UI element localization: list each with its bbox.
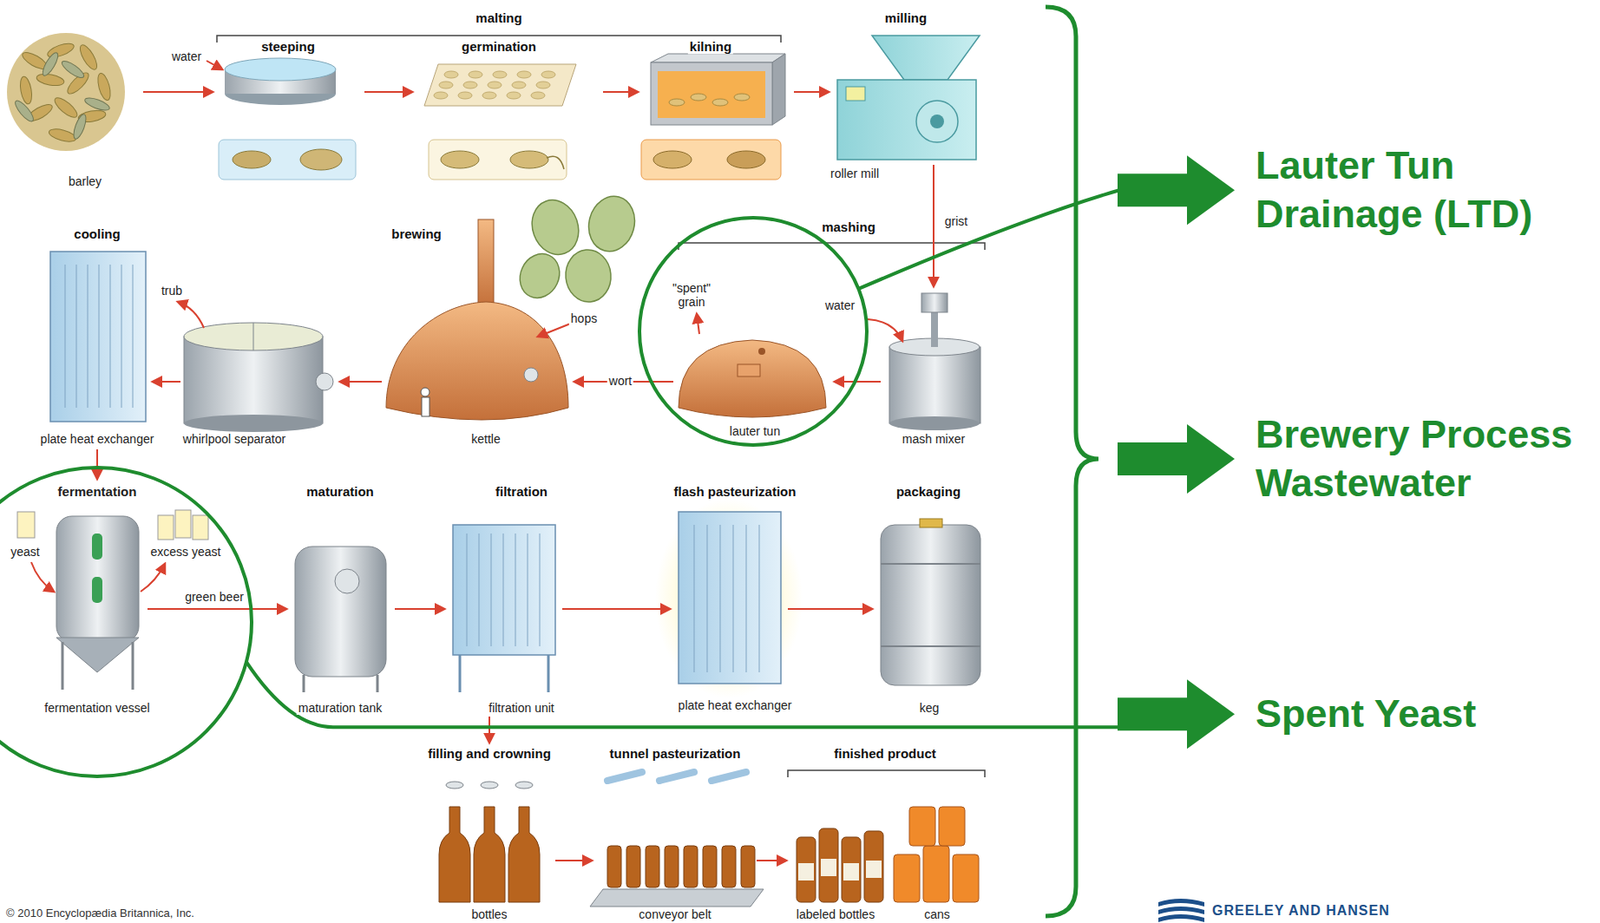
part-label: trub — [159, 283, 184, 298]
part-label: wort — [607, 373, 634, 388]
output-text: Spent Yeast — [1255, 689, 1596, 739]
stage-heading: milling — [883, 10, 929, 26]
part-label: plate heat exchanger — [676, 698, 794, 713]
part-label: hops — [569, 311, 599, 326]
logo-mark — [1158, 898, 1205, 923]
process-arrows — [31, 60, 934, 861]
stage-heading: cooling — [72, 226, 122, 242]
stage-heading: maturation — [304, 484, 376, 499]
hops — [512, 190, 641, 305]
logo-text: GREELEY AND HANSEN — [1210, 903, 1392, 919]
stage-heading: malting — [473, 10, 524, 26]
stage-heading: fermentation — [56, 484, 139, 499]
part-label: whirlpool separator — [181, 432, 288, 446]
part-label: labeled bottles — [794, 907, 877, 922]
tunnel-pasteurizer — [590, 772, 764, 907]
part-label: kettle — [469, 432, 502, 446]
part-label: conveyor belt — [636, 907, 713, 922]
output-text: Lauter Tun Drainage (LTD) — [1255, 141, 1596, 240]
highlight-circle: fermentation yeast excess yeast green beer f… — [0, 465, 254, 779]
circle-outline — [0, 465, 254, 779]
flash-pasteurizer — [655, 498, 803, 699]
lauter-tun — [678, 340, 827, 418]
callout-connector — [858, 155, 1235, 289]
stage-heading: filtration — [493, 484, 550, 499]
stage-heading: flash pasteurization — [672, 484, 799, 499]
filtration-unit — [452, 524, 556, 693]
steeping-tank — [218, 58, 356, 180]
fermentation-vessel — [17, 510, 209, 690]
part-label: cans — [922, 907, 952, 922]
stage-heading: packaging — [894, 484, 963, 499]
plate-heat-exchanger — [50, 251, 146, 422]
stage-heading: kilning — [688, 39, 734, 54]
part-label: water — [170, 49, 204, 64]
stage-heading: tunnel pasteurization — [608, 746, 743, 761]
stage-heading: steeping — [259, 39, 317, 54]
part-label: yeast — [8, 544, 41, 559]
highlight-circle: "spent" grain lauter tun — [637, 216, 869, 447]
stage-heading: brewing — [389, 226, 444, 242]
curly-brace — [1045, 6, 1099, 917]
barley-pile — [6, 32, 125, 151]
roller-mill — [837, 35, 980, 160]
brew-kettle — [386, 219, 569, 420]
output-text: Brewery Process Wastewater — [1255, 410, 1596, 509]
part-label: plate heat exchanger — [39, 432, 157, 446]
stage-heading: mashing — [819, 219, 878, 235]
part-label: green beer — [183, 590, 246, 604]
block-arrowhead — [1117, 679, 1235, 749]
mash-mixer — [889, 293, 981, 431]
keg — [880, 518, 981, 686]
copyright-note: © 2010 Encyclopædia Britannica, Inc. — [4, 907, 197, 921]
part-label: maturation tank — [296, 701, 385, 715]
stage-heading: finished product — [832, 746, 938, 761]
part-label: filtration unit — [486, 701, 556, 715]
bottles — [439, 781, 540, 903]
part-label: barley — [66, 174, 104, 189]
connector-line — [858, 190, 1120, 289]
stage-heading: germination — [459, 39, 538, 54]
part-label: keg — [918, 701, 942, 715]
stage-heading: filling and crowning — [426, 746, 553, 761]
circle-outline — [637, 216, 869, 447]
part-label: grist — [943, 214, 970, 229]
part-label: fermentation vessel — [42, 701, 151, 715]
part-label: lauter tun — [727, 424, 782, 439]
germination-bed — [424, 64, 577, 180]
finished-product — [796, 806, 979, 903]
maturation-tank — [295, 546, 387, 693]
connector-line — [246, 662, 1120, 728]
part-label: "spent" grain — [664, 281, 719, 309]
output-label: Spent Yeast — [1255, 689, 1596, 739]
output-label: Brewery Process Wastewater — [1255, 410, 1596, 509]
group-brackets — [216, 35, 985, 778]
block-arrowhead — [1117, 155, 1235, 225]
part-label: water — [823, 298, 857, 313]
kiln — [641, 53, 786, 180]
part-label: roller mill — [828, 166, 881, 181]
callout-connector — [246, 662, 1235, 749]
output-label: Lauter Tun Drainage (LTD) — [1255, 141, 1596, 240]
part-label: mash mixer — [900, 432, 967, 446]
part-label: bottles — [469, 907, 509, 922]
block-arrow — [1117, 424, 1235, 494]
part-label: excess yeast — [149, 544, 223, 559]
whirlpool-separator — [183, 322, 334, 433]
